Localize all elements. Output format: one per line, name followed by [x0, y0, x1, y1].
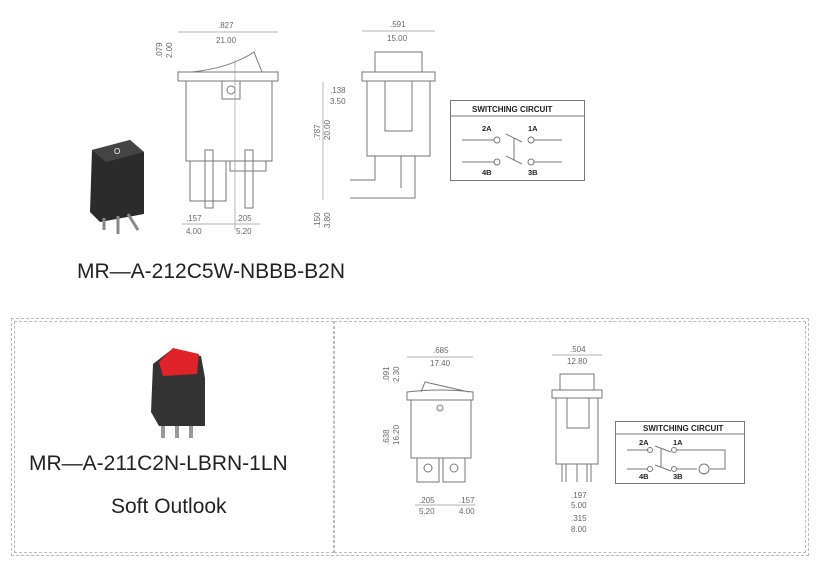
svg-text:O: O — [114, 147, 120, 156]
svg-text:16.20: 16.20 — [392, 424, 401, 445]
front-view-drawing-1: .827 21.00 .079 2.00 .157 4.00 .205 5.20 — [155, 21, 279, 236]
svg-text:.787: .787 — [313, 124, 322, 140]
svg-text:20.00: 20.00 — [323, 119, 332, 140]
svg-text:.591: .591 — [390, 20, 406, 29]
svg-text:2A: 2A — [482, 124, 492, 133]
svg-text:.638: .638 — [382, 429, 391, 445]
svg-text:4B: 4B — [639, 472, 649, 481]
svg-text:1A: 1A — [528, 124, 538, 133]
svg-text:.138: .138 — [330, 86, 346, 95]
svg-text:.197: .197 — [571, 491, 587, 500]
svg-text:5.20: 5.20 — [236, 227, 252, 236]
svg-text:3B: 3B — [673, 472, 683, 481]
svg-text:.157: .157 — [459, 496, 475, 505]
svg-text:2A: 2A — [639, 438, 649, 447]
svg-text:21.00: 21.00 — [216, 36, 237, 45]
svg-text:.315: .315 — [571, 514, 587, 523]
svg-text:.091: .091 — [382, 366, 391, 382]
svg-text:.205: .205 — [419, 496, 435, 505]
product-description: Soft Outlook — [111, 495, 227, 518]
svg-text:4.00: 4.00 — [459, 507, 475, 516]
switching-circuit-2: SWITCHING CIRCUIT 2A 1A 4B 3B — [615, 421, 745, 484]
svg-text:.205: .205 — [236, 214, 252, 223]
svg-text:3B: 3B — [528, 168, 538, 177]
svg-text:2.30: 2.30 — [392, 366, 401, 382]
svg-text:17.40: 17.40 — [430, 359, 451, 368]
svg-text:.827: .827 — [218, 21, 234, 30]
svg-text:.157: .157 — [186, 214, 202, 223]
svg-text:5.00: 5.00 — [571, 501, 587, 510]
product-photo-black-switch: O — [90, 140, 144, 234]
svg-text:1A: 1A — [673, 438, 683, 447]
svg-text:5.20: 5.20 — [419, 507, 435, 516]
product-info-cell: MR—A-211C2N-LBRN-1LN Soft Outlook — [14, 321, 334, 553]
svg-text:3.80: 3.80 — [323, 212, 332, 228]
svg-text:SWITCHING CIRCUIT: SWITCHING CIRCUIT — [643, 424, 724, 433]
svg-text:15.00: 15.00 — [387, 34, 408, 43]
product-model-1: MR—A-212C5W-NBBB-B2N — [77, 260, 346, 283]
product-photo-red-switch — [151, 348, 205, 438]
svg-text:SWITCHING CIRCUIT: SWITCHING CIRCUIT — [472, 105, 553, 114]
side-view-drawing-1: .591 15.00 .138 3.50 .787 20.00 .150 3.8… — [313, 20, 436, 228]
side-view-drawing-2: .504 12.80 .197 5.00 .315 8.00 — [551, 345, 603, 534]
svg-text:.685: .685 — [433, 346, 449, 355]
svg-text:8.00: 8.00 — [571, 525, 587, 534]
product-model-2: MR—A-211C2N-LBRN-1LN — [29, 452, 288, 475]
svg-text:2.00: 2.00 — [165, 42, 174, 58]
front-view-drawing-2: .685 17.40 .091 2.30 .638 16.20 .205 5.2… — [382, 346, 475, 516]
product-table: MR—A-211C2N-LBRN-1LN Soft Outlook .685 1… — [11, 318, 809, 556]
product-drawing-cell: .685 17.40 .091 2.30 .638 16.20 .205 5.2… — [334, 321, 806, 553]
svg-text:12.80: 12.80 — [567, 357, 588, 366]
svg-text:4.00: 4.00 — [186, 227, 202, 236]
svg-text:.504: .504 — [570, 345, 586, 354]
svg-text:3.50: 3.50 — [330, 97, 346, 106]
svg-text:4B: 4B — [482, 168, 492, 177]
svg-text:.150: .150 — [313, 212, 322, 228]
switching-circuit-1: SWITCHING CIRCUIT 2A 1A 4B 3B — [450, 100, 585, 181]
svg-text:.079: .079 — [155, 42, 164, 58]
